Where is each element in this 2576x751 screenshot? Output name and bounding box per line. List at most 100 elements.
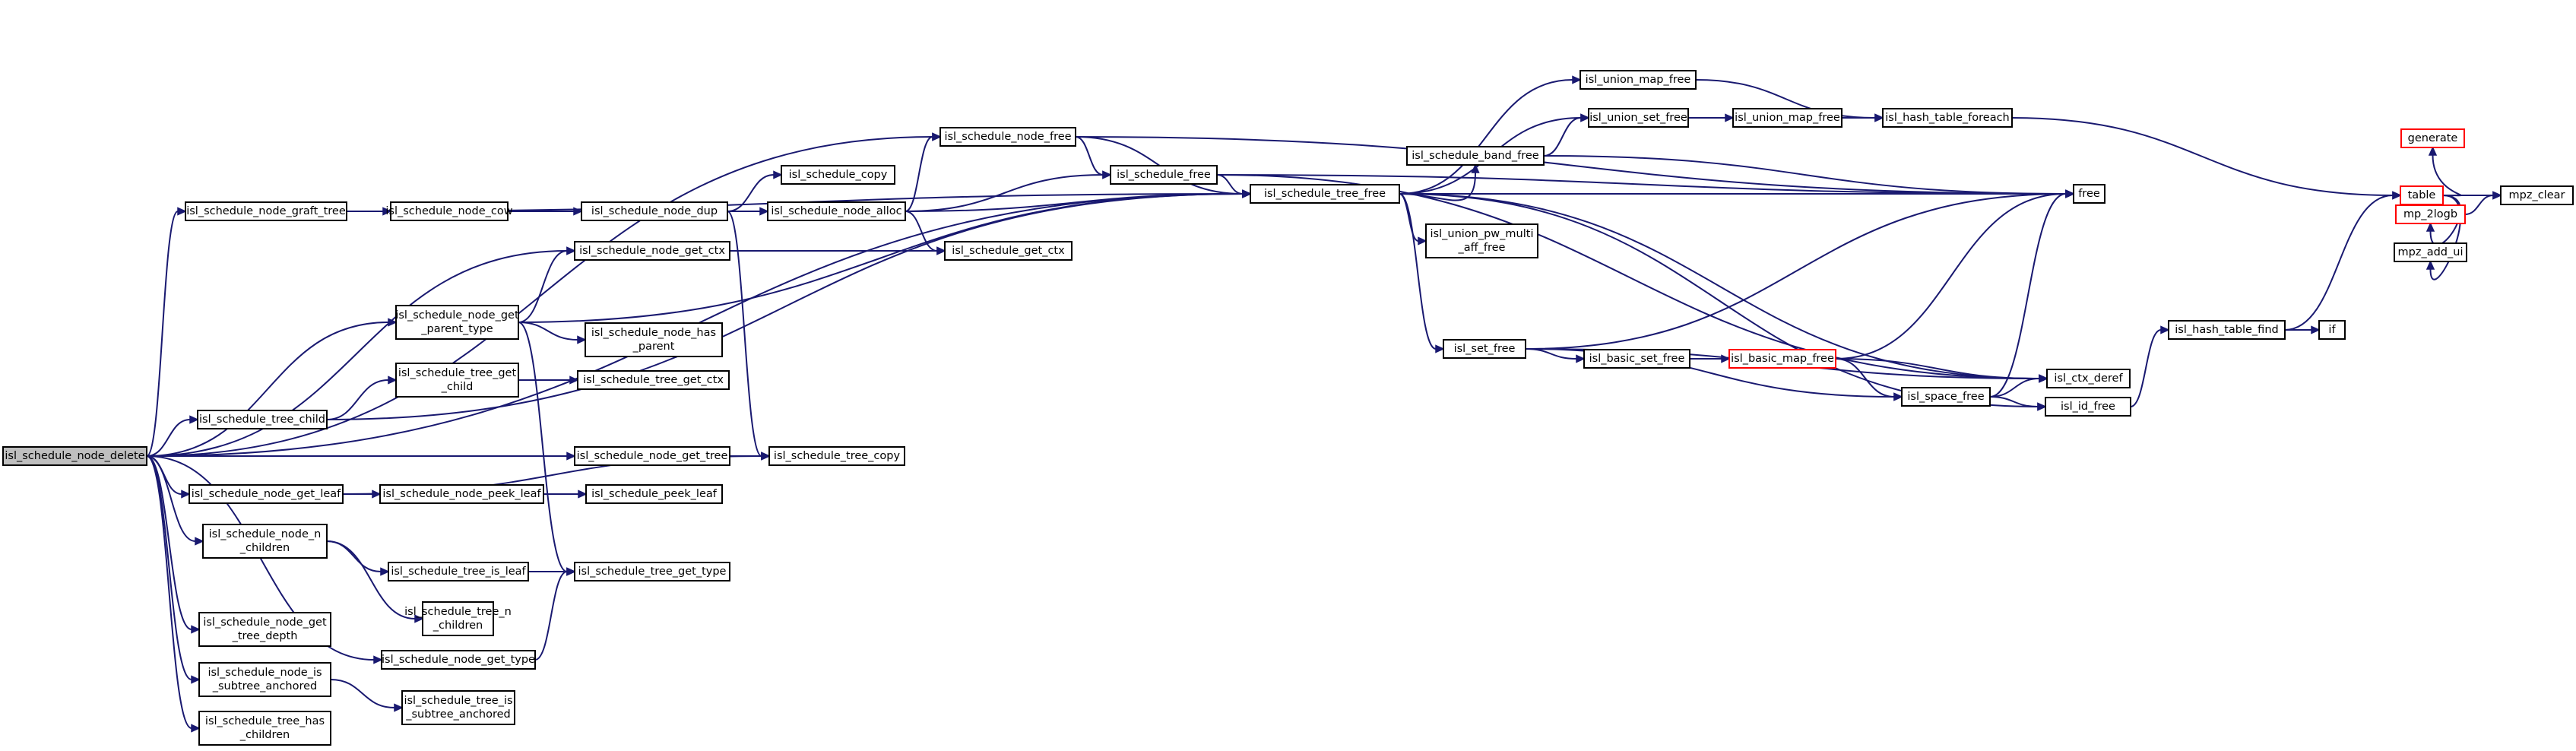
node-usfree[interactable]: isl_union_set_free — [1588, 108, 1689, 128]
edge-line — [326, 540, 382, 572]
edge-line — [326, 193, 1244, 420]
node-upma[interactable]: isl_union_pw_multi_aff_free — [1425, 223, 1538, 258]
edge-line — [326, 540, 416, 619]
node-depth[interactable]: isl_schedule_node_get_tree_depth — [198, 612, 331, 647]
node-box — [574, 241, 730, 261]
node-mp2logb[interactable]: mp_2logb — [2395, 204, 2466, 224]
node-box — [1728, 349, 1836, 369]
node-nfree[interactable]: isl_schedule_node_free — [939, 127, 1076, 147]
node-sfree[interactable]: isl_schedule_free — [1110, 165, 1218, 185]
node-ctxderef[interactable]: isl_ctx_deref — [2046, 369, 2131, 388]
node-label: if — [2328, 324, 2336, 336]
node-dup[interactable]: isl_schedule_node_dup — [581, 201, 728, 221]
node-tgetctx[interactable]: isl_schedule_tree_get_ctx — [577, 370, 730, 390]
node-box — [2045, 397, 2131, 417]
node-label: isl_hash_table_find — [2175, 324, 2278, 336]
node-box — [585, 322, 723, 357]
node-box — [574, 562, 730, 581]
edge-line — [1525, 193, 2067, 350]
node-label: _subtree_anchored — [405, 708, 511, 721]
node-label: isl_schedule_get_ctx — [952, 245, 1065, 257]
node-label: isl_union_map_free — [1735, 112, 1840, 124]
node-tnchildren[interactable]: isl_schedule_tree_n_children — [404, 601, 512, 636]
node-mpzaddui[interactable]: mpz_add_ui — [2394, 242, 2467, 262]
node-label: mpz_clear — [2509, 189, 2565, 201]
node-box — [577, 370, 730, 390]
edge-line — [518, 322, 568, 572]
arrowhead — [1576, 354, 1586, 363]
node-table[interactable]: table — [2400, 185, 2444, 205]
node-ngetctx[interactable]: isl_schedule_node_get_ctx — [574, 241, 730, 261]
node-box — [198, 612, 331, 647]
node-hforeach[interactable]: isl_hash_table_foreach — [1882, 108, 2013, 128]
node-tgettype[interactable]: isl_schedule_tree_get_type — [574, 562, 730, 581]
edge-line — [2011, 117, 2394, 196]
node-setfree[interactable]: isl_set_free — [1443, 339, 1526, 359]
node-nchildren[interactable]: isl_schedule_node_n_children — [202, 524, 328, 559]
node-tcopy[interactable]: isl_schedule_tree_copy — [768, 446, 905, 466]
node-getleaf[interactable]: isl_schedule_node_get_leaf — [189, 484, 344, 504]
node-scopy[interactable]: isl_schedule_copy — [781, 165, 895, 185]
node-box — [401, 690, 515, 725]
node-umfree2[interactable]: isl_union_map_free — [1732, 108, 1842, 128]
node-box — [1588, 108, 1689, 128]
node-tchild[interactable]: isl_schedule_tree_child — [197, 410, 328, 429]
node-tfree[interactable]: isl_schedule_tree_free — [1250, 184, 1400, 204]
edge-setfree-to-free — [1525, 189, 2075, 350]
node-box — [1250, 184, 1400, 204]
arrowhead — [1102, 170, 1112, 179]
edge-line — [1543, 117, 1582, 157]
edge-line — [1075, 136, 1104, 176]
edge-line — [1989, 378, 2040, 398]
node-npeekleaf[interactable]: isl_schedule_node_peek_leaf — [379, 484, 544, 504]
node-hasparent[interactable]: isl_schedule_node_has_parent — [585, 322, 723, 357]
edge-line — [146, 455, 192, 729]
node-box — [1580, 70, 1697, 90]
arrowhead — [388, 376, 398, 385]
node-hfind[interactable]: isl_hash_table_find — [2168, 320, 2286, 340]
edge-root-to-graft — [146, 207, 187, 457]
node-label: isl_id_free — [2061, 401, 2115, 413]
node-label: isl_schedule_tree_is — [404, 695, 512, 707]
edge-line — [905, 174, 1104, 212]
node-isleaf[interactable]: isl_schedule_tree_is_leaf — [388, 562, 529, 581]
node-gettree[interactable]: isl_schedule_node_get_tree — [574, 446, 730, 466]
node-mpzclear[interactable]: mpz_clear — [2500, 185, 2574, 205]
edge-line — [1695, 79, 1876, 119]
node-label: isl_schedule_tree_child — [199, 414, 325, 426]
node-tgetchild[interactable]: isl_schedule_tree_get_child — [395, 363, 519, 398]
node-graft[interactable]: isl_schedule_node_graft_tree — [185, 201, 347, 221]
node-umfree[interactable]: isl_union_map_free — [1580, 70, 1697, 90]
arrowhead — [1418, 236, 1427, 246]
node-tsubtree[interactable]: isl_schedule_tree_is_subtree_anchored — [401, 690, 515, 725]
edge-tchild-to-tgetchild — [326, 376, 398, 420]
node-ngettype[interactable]: isl_schedule_node_get_type — [381, 650, 536, 670]
node-generate[interactable]: generate — [2400, 128, 2465, 148]
node-ptype[interactable]: isl_schedule_node_get_parent_type — [395, 305, 519, 340]
node-label: isl_schedule_tree_get — [398, 367, 517, 379]
node-free[interactable]: free — [2073, 184, 2105, 204]
arrowhead — [573, 207, 583, 216]
node-label: isl_schedule_tree_free — [1264, 188, 1386, 200]
node-if[interactable]: if — [2318, 320, 2346, 340]
node-box — [390, 201, 509, 221]
node-label: isl_schedule_node_is — [208, 667, 322, 679]
node-box — [185, 201, 347, 221]
node-bandfree[interactable]: isl_schedule_band_free — [1406, 146, 1545, 166]
edge-dup-to-alloc — [727, 207, 769, 216]
node-box — [395, 305, 519, 340]
node-speekleaf[interactable]: isl_schedule_peek_leaf — [585, 484, 723, 504]
node-alloc[interactable]: isl_schedule_node_alloc — [767, 201, 906, 221]
node-idfree[interactable]: isl_id_free — [2045, 397, 2131, 417]
arrowhead — [566, 567, 576, 576]
node-label: _parent_type — [420, 323, 493, 335]
node-box — [768, 446, 905, 466]
node-cow[interactable]: isl_schedule_node_cow — [385, 201, 513, 221]
node-bmfree[interactable]: isl_basic_map_free — [1728, 349, 1836, 369]
node-nsubtree[interactable]: isl_schedule_node_is_subtree_anchored — [198, 662, 331, 697]
node-haschildren[interactable]: isl_schedule_tree_has_children — [198, 711, 331, 746]
node-bsfree[interactable]: isl_basic_set_free — [1583, 349, 1690, 369]
node-spfree[interactable]: isl_space_free — [1901, 387, 1991, 407]
node-getctx[interactable]: isl_schedule_get_ctx — [944, 241, 1073, 261]
node-box — [197, 410, 328, 429]
